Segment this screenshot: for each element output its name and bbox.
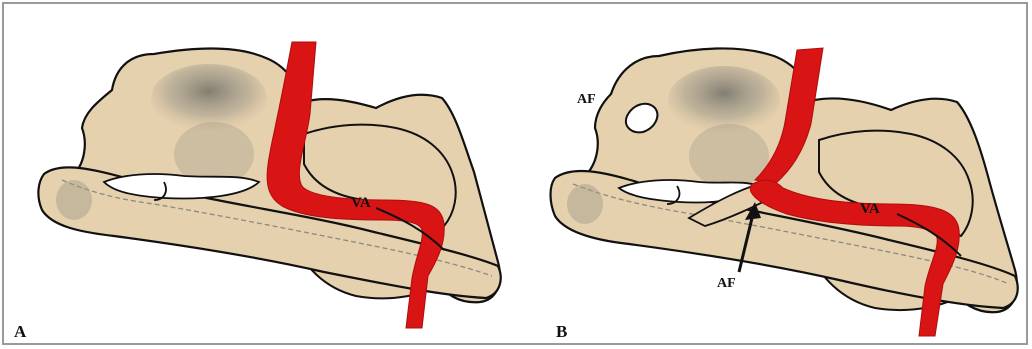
shading-arch-end xyxy=(56,180,92,220)
figure-frame: VA A xyxy=(2,2,1028,345)
panel-letter-a: A xyxy=(14,322,26,342)
vertebra-drawing-a xyxy=(4,4,519,347)
va-label-b: VA xyxy=(860,201,880,218)
panel-a: VA A xyxy=(4,4,519,347)
shading-upper-b xyxy=(668,66,780,134)
vertebra-drawing-b xyxy=(519,4,1032,347)
af-label-lower: AF xyxy=(717,276,736,292)
panel-b: AF VA AF B xyxy=(519,4,1032,347)
panel-letter-b: B xyxy=(556,322,567,342)
af-label-upper: AF xyxy=(577,92,596,108)
shading-upper xyxy=(151,64,267,132)
shading-arch-end-b xyxy=(567,184,603,224)
va-label-a: VA xyxy=(351,195,371,212)
